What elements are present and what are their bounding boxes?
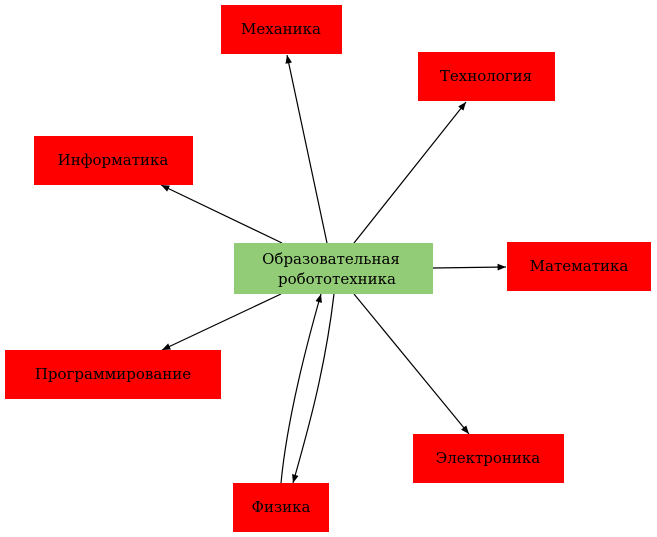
node-physics-label: Физика xyxy=(252,498,311,516)
edge-to-physics xyxy=(292,293,335,484)
edge-to-programming xyxy=(161,293,282,351)
node-mechanics-label: Механика xyxy=(241,20,321,38)
edge-from-physics xyxy=(280,293,322,484)
center-node-label-line1: Образовательная xyxy=(262,250,400,268)
node-informatics[interactable]: Информатика xyxy=(34,136,193,185)
edge-to-electronics xyxy=(353,293,470,435)
edges xyxy=(160,54,507,484)
node-informatics-label: Информатика xyxy=(58,151,169,169)
edge-to-mathematics xyxy=(432,263,507,271)
node-programming-label: Программирование xyxy=(35,365,191,383)
edge-to-technology xyxy=(353,101,467,244)
node-physics-box xyxy=(233,483,329,532)
node-programming-box xyxy=(5,350,221,399)
node-mathematics-box xyxy=(507,242,651,291)
center-node-box xyxy=(234,243,433,294)
node-electronics-label: Электроника xyxy=(436,449,541,467)
center-node[interactable]: Образовательная робототехника xyxy=(234,243,433,294)
node-electronics[interactable]: Электроника xyxy=(413,434,564,483)
node-mathematics[interactable]: Математика xyxy=(507,242,651,291)
node-technology-label: Технология xyxy=(440,67,532,85)
node-mathematics-label: Математика xyxy=(530,257,629,275)
node-mechanics[interactable]: Механика xyxy=(221,5,342,54)
node-electronics-box xyxy=(413,434,564,483)
node-technology[interactable]: Технология xyxy=(418,52,555,101)
node-informatics-box xyxy=(34,136,193,185)
node-mechanics-box xyxy=(221,5,342,54)
node-technology-box xyxy=(418,52,555,101)
center-node-label-line2: робототехника xyxy=(278,270,396,288)
edge-to-mechanics xyxy=(285,54,328,244)
node-programming[interactable]: Программирование xyxy=(5,350,221,399)
edge-to-informatics xyxy=(160,184,283,244)
node-physics[interactable]: Физика xyxy=(233,483,329,532)
